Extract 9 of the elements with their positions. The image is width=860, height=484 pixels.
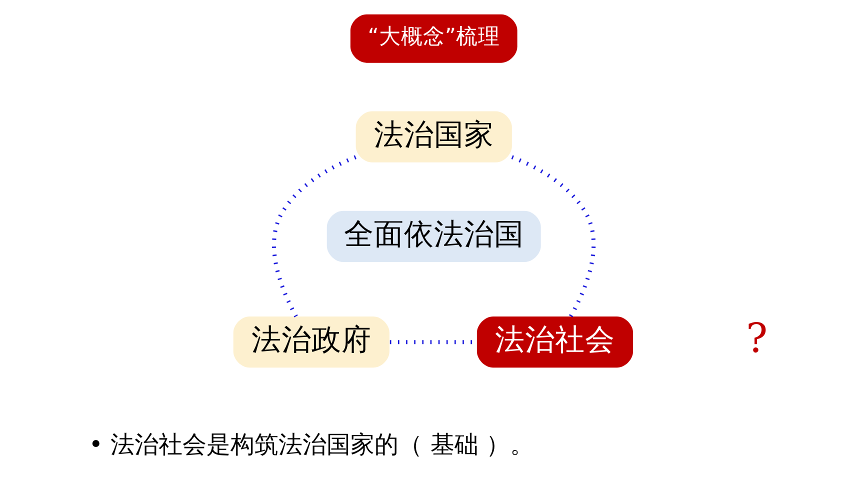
label: ?	[746, 314, 768, 362]
connector	[510, 154, 596, 317]
node-box: “大概念”梳理	[350, 14, 517, 62]
connector	[272, 154, 356, 317]
label: • 法治社会是构筑法治国家的（ 基础 ）。	[88, 430, 534, 458]
node-box: 法治国家	[355, 110, 512, 162]
node-box: 法治政府	[232, 316, 389, 368]
node-box: 全面依法治国	[326, 210, 540, 262]
node-box: 法治社会	[476, 316, 633, 368]
